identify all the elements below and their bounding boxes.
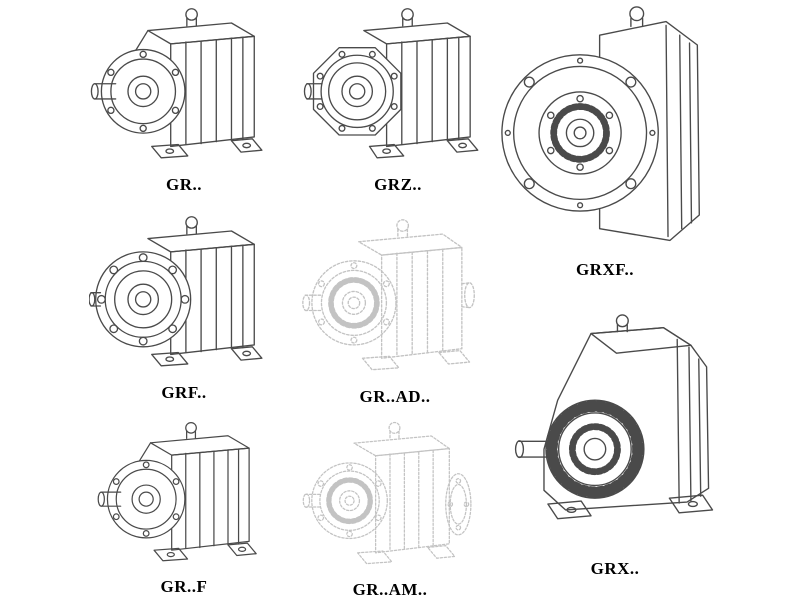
gearbox-gr-icon (90, 8, 263, 159)
gearbox-gr-f-icon (97, 421, 257, 562)
gearbox-cell-gr: GR.. (86, 4, 282, 195)
gearbox-cell-grx: GRX.. (495, 310, 735, 579)
gearbox-grz-icon (303, 8, 479, 159)
gearbox-label-gr-ad: GR..AD.. (359, 387, 431, 406)
gearbox-gr-am-icon (302, 421, 472, 565)
gearbox-cell-grxf: GRXF.. (490, 2, 720, 280)
gearbox-label-gr: GR.. (166, 175, 202, 194)
gearbox-label-grx: GRX.. (590, 559, 640, 578)
gearbox-grxf-icon (501, 6, 700, 242)
gearbox-cell-gr-am: GR..AM.. (290, 418, 490, 600)
gearbox-label-gr-f: GR..F (160, 577, 208, 596)
gearbox-cell-grz: GRZ.. (300, 4, 496, 195)
gearbox-label-gr-am: GR..AM.. (352, 580, 428, 599)
gearbox-cell-gr-ad: GR..AD.. (295, 215, 495, 407)
gearbox-cell-gr-f: GR..F (86, 418, 282, 597)
gearbox-gr-ad-icon (302, 219, 475, 371)
gearbox-grf-icon (89, 216, 263, 367)
gearbox-grx-icon (514, 314, 714, 520)
gearbox-cell-grf: GRF.. (86, 212, 282, 403)
gearbox-label-grf: GRF.. (161, 383, 207, 402)
gearbox-label-grxf: GRXF.. (575, 260, 635, 279)
gearbox-label-grz: GRZ.. (374, 175, 422, 194)
